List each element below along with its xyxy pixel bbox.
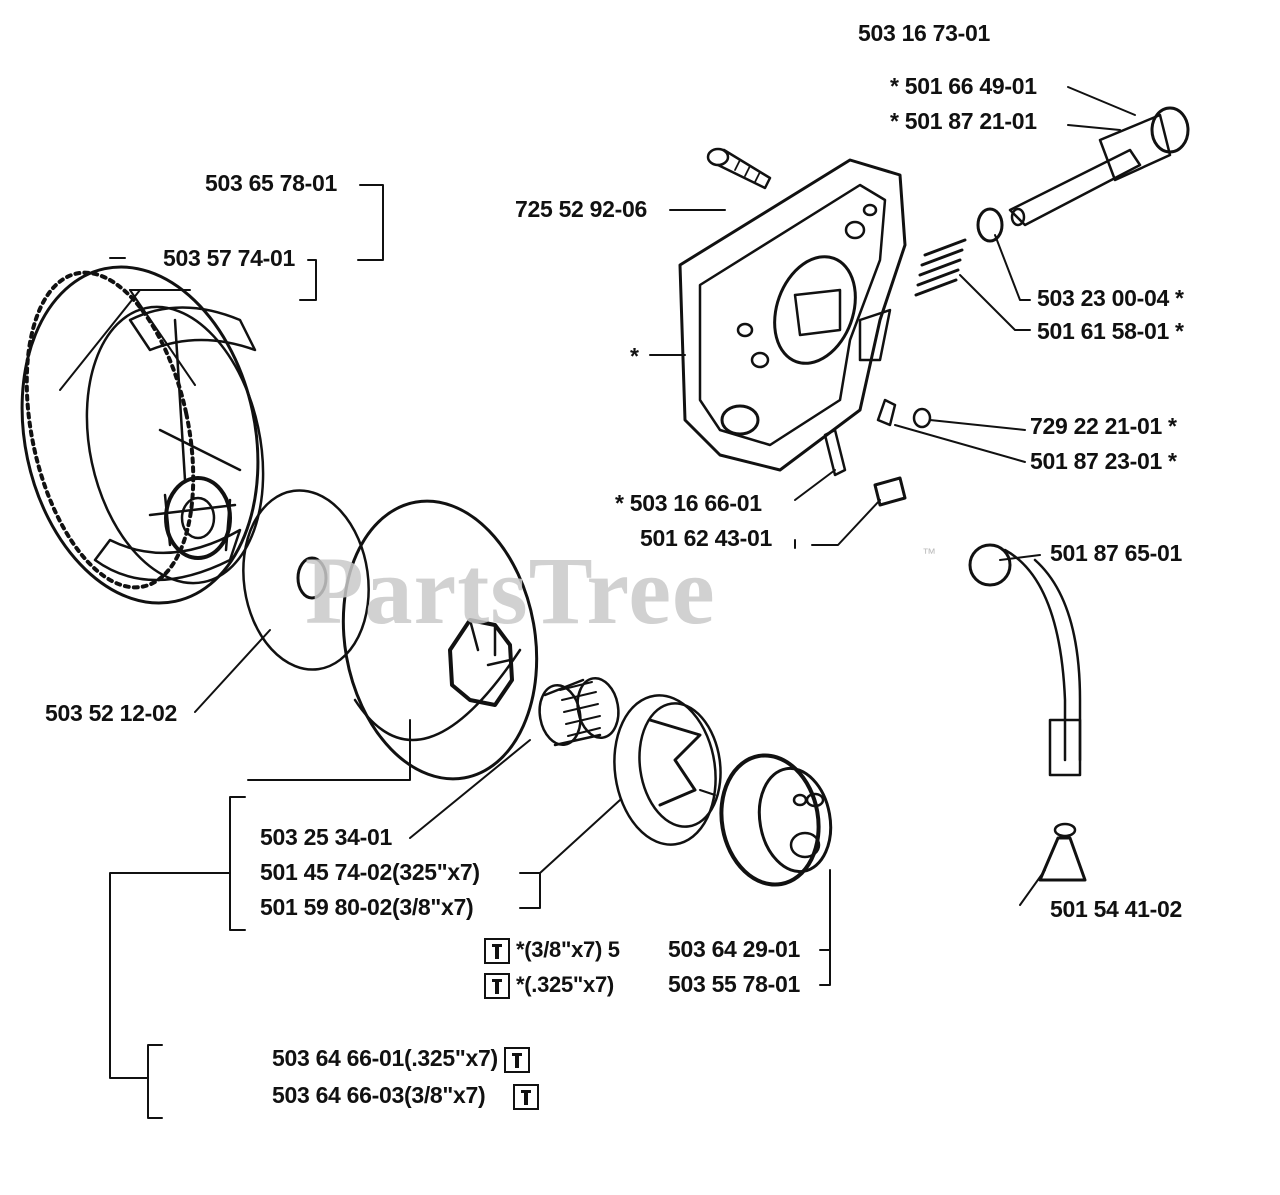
part-spec: (3/8"x7) — [391, 894, 474, 920]
label-501-62-43-01[interactable]: 501 62 43-01 — [640, 525, 772, 551]
needle-bearing-drawing — [535, 675, 623, 748]
part-number: 501 59 80-02 — [260, 894, 392, 920]
label-729-22-21-01[interactable]: 729 22 21-01 * — [1030, 413, 1177, 439]
label-503-16-73-01[interactable]: 503 16 73-01 — [858, 20, 990, 46]
info-box-icon[interactable] — [484, 973, 510, 999]
part-spec: (3/8"x7) — [403, 1082, 486, 1109]
trademark-symbol: ™ — [922, 545, 936, 561]
info-box-icon[interactable] — [513, 1084, 540, 1110]
label-503-25-34-01[interactable]: 503 25 34-01 — [260, 824, 392, 850]
note-text: *(3/8"x7) 5 — [516, 936, 620, 962]
oil-pipe-drawing — [970, 545, 1080, 775]
pump-shaft-drawing — [1010, 108, 1188, 225]
note-text: *(.325"x7) — [516, 971, 614, 997]
clutch-drum-drawing — [322, 486, 558, 795]
label-501-54-41-02[interactable]: 501 54 41-02 — [1050, 896, 1182, 922]
label-503-55-78-01[interactable]: 503 55 78-01 — [668, 971, 800, 997]
label-725-52-92-06[interactable]: 725 52 92-06 — [515, 196, 647, 222]
label-501-45-74-02[interactable]: 501 45 74-02(325"x7) — [260, 861, 480, 884]
oil-pump-drawing — [680, 160, 905, 470]
label-503-64-29-01[interactable]: 503 64 29-01 — [668, 936, 800, 962]
drive-sprocket-drawing — [711, 748, 838, 893]
part-spec: (325"x7) — [391, 859, 480, 885]
label-cover-asterisk: * — [630, 343, 639, 369]
label-503-64-66-01[interactable]: 503 64 66-01(.325"x7) — [272, 1047, 536, 1073]
watermark: PartsTree — [305, 537, 716, 644]
screw-drawing — [708, 149, 770, 188]
plug-drawing — [825, 400, 930, 505]
rim-sprocket-drawing — [605, 689, 728, 851]
nozzle-drawing — [1040, 824, 1085, 880]
part-number: 503 64 66-01 — [272, 1045, 404, 1072]
note-3-8-x7: *(3/8"x7) 5 — [478, 938, 620, 964]
label-503-23-00-04[interactable]: 503 23 00-04 * — [1037, 285, 1184, 311]
label-503-64-66-03[interactable]: 503 64 66-03(3/8"x7) — [272, 1084, 545, 1110]
label-501-66-49-01[interactable]: * 501 66 49-01 — [890, 73, 1037, 99]
label-501-61-58-01[interactable]: 501 61 58-01 * — [1037, 318, 1184, 344]
label-503-16-66-01[interactable]: * 503 16 66-01 — [615, 490, 762, 516]
info-box-icon[interactable] — [484, 938, 510, 964]
washer-drawing — [232, 482, 380, 678]
info-box-icon[interactable] — [503, 1047, 530, 1073]
part-number: 503 64 66-03 — [272, 1082, 404, 1109]
part-spec: (.325"x7) — [403, 1045, 498, 1072]
part-number: 501 45 74-02 — [260, 859, 392, 885]
clutch-drawing — [0, 245, 288, 625]
label-501-87-23-01[interactable]: 501 87 23-01 * — [1030, 448, 1177, 474]
label-501-87-65-01[interactable]: 501 87 65-01 — [1050, 540, 1182, 566]
label-503-65-78-01[interactable]: 503 65 78-01 — [205, 170, 337, 196]
seal-drawing — [978, 209, 1002, 241]
leader-lines — [60, 87, 1135, 1118]
label-501-59-80-02[interactable]: 501 59 80-02(3/8"x7) — [260, 894, 474, 920]
label-503-52-12-02[interactable]: 503 52 12-02 — [45, 700, 177, 726]
label-503-57-74-01[interactable]: 503 57 74-01 — [163, 245, 295, 271]
note-325-x7: *(.325"x7) — [478, 973, 614, 999]
spring-drawing — [916, 240, 965, 295]
label-501-87-21-01[interactable]: * 501 87 21-01 — [890, 108, 1037, 134]
